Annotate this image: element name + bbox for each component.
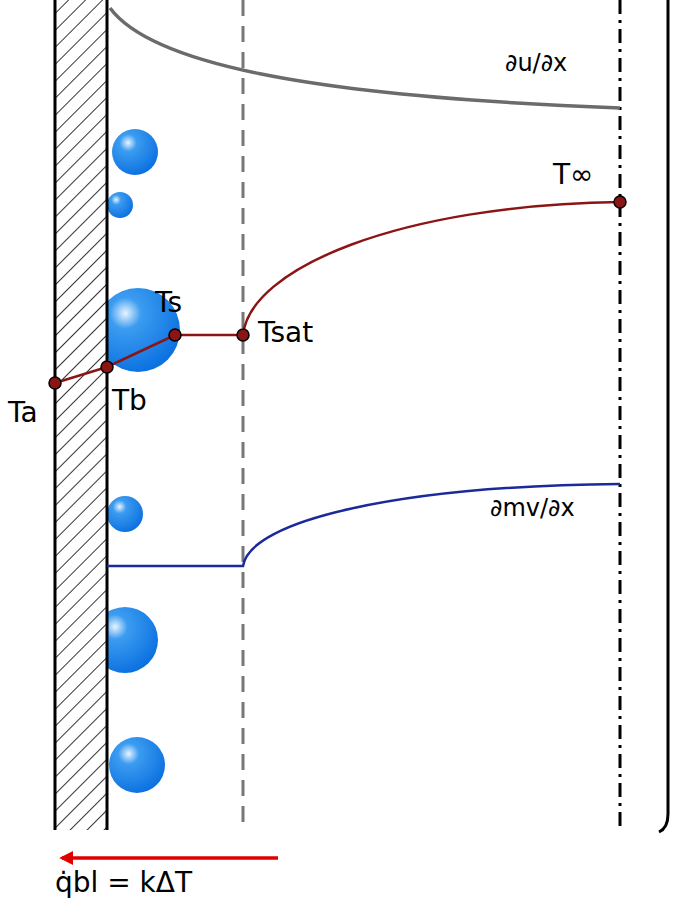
temperature-label: Tsat bbox=[258, 318, 313, 349]
temperature-label: Ta bbox=[8, 398, 38, 429]
heat-flux-arrow bbox=[62, 856, 278, 860]
wall-edge bbox=[106, 0, 109, 830]
gradient-label: ∂mv/∂x bbox=[490, 495, 575, 521]
bulk-boundary bbox=[619, 0, 622, 830]
temperature-label: T∞ bbox=[553, 160, 593, 191]
temperature-profile bbox=[55, 202, 620, 383]
temperature-points bbox=[49, 196, 626, 389]
domain-edge bbox=[659, 0, 668, 832]
velocity-gradient-curve bbox=[110, 8, 620, 108]
wall-edge bbox=[54, 0, 57, 830]
gradient-label: ∂u/∂x bbox=[505, 50, 567, 76]
heat-flux-label: q̇bl = kΔT bbox=[55, 868, 192, 899]
temperature-label: Ts bbox=[155, 288, 182, 319]
temperature-label: Tb bbox=[112, 386, 147, 417]
droplets bbox=[107, 129, 180, 793]
vapour-gradient-curve bbox=[107, 484, 620, 566]
film-boundary bbox=[242, 0, 245, 830]
wall-hatch bbox=[55, 0, 107, 830]
